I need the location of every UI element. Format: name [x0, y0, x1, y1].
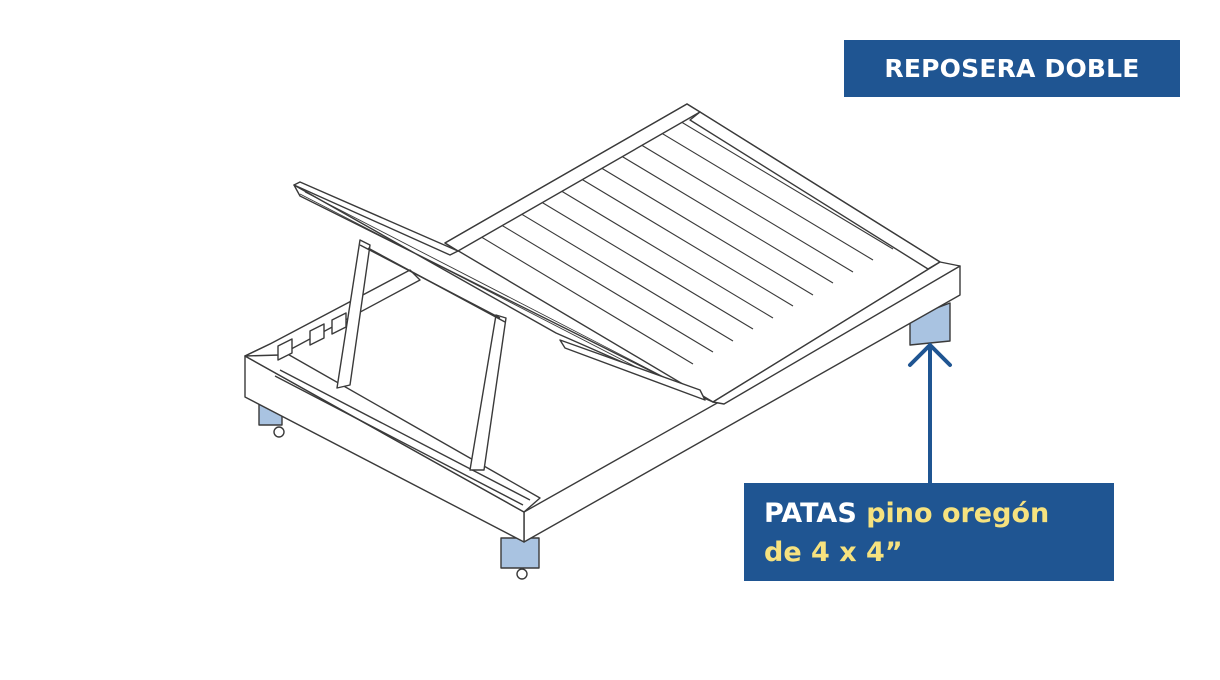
callout-label-white: PATAS	[764, 498, 857, 529]
back-support-right	[469, 314, 507, 471]
title-label: REPOSERA DOBLE	[844, 40, 1180, 97]
arrow-up-icon	[908, 343, 952, 487]
callout-label-yellow: pino oregón	[866, 498, 1050, 529]
callout-line-1: PATAS pino oregón	[764, 494, 1114, 533]
rail-inner-line	[274, 375, 524, 506]
inner-block	[309, 323, 325, 346]
backrest-panel	[293, 184, 714, 403]
callout-line-2: de 4 x 4”	[764, 537, 903, 568]
legs-callout: PATAS pino oregón de 4 x 4”	[744, 483, 1114, 581]
rail-left-back	[244, 269, 421, 357]
bed-frame	[244, 103, 961, 580]
back-support-brace	[367, 247, 506, 323]
inner-block	[277, 338, 293, 361]
leg-front-right	[500, 537, 540, 569]
deck-front-board	[712, 261, 961, 405]
back-support-left	[336, 239, 371, 389]
caster-right	[516, 568, 528, 580]
backrest-top-board	[293, 181, 459, 256]
caster-left	[273, 426, 285, 438]
rail-inner-line	[279, 369, 531, 501]
frame-interior	[290, 286, 715, 512]
title-text: REPOSERA DOBLE	[884, 54, 1140, 83]
backrest-slat-strip	[559, 339, 706, 401]
